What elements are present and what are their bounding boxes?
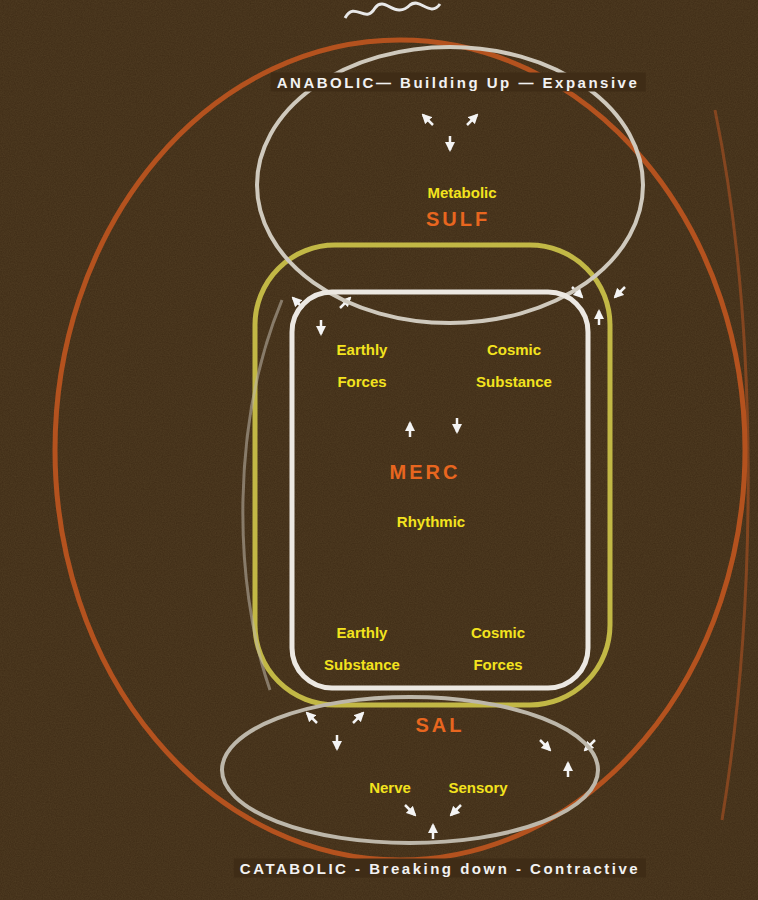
orange-circle: [55, 40, 745, 860]
process-heading: ANABOLIC— Building Up — Expansive: [271, 73, 646, 92]
salt-loop-outline: [220, 695, 600, 845]
orange-arc: [715, 110, 748, 820]
direction-arrows: [293, 115, 625, 839]
rhythmic-frame-line: [292, 292, 588, 688]
system-name: Nerve: [369, 779, 411, 797]
force-label: Earthly Forces: [322, 334, 402, 398]
grey-arc: [243, 300, 282, 690]
yellow-loop: [255, 245, 610, 705]
substance-label: Earthly Substance: [315, 617, 410, 681]
process-heading: CATABOLIC - Breaking down - Contractive: [234, 859, 646, 878]
rhythmic-frame: Earthly Forces Cosmic SubstanceMERC Rhythm…: [290, 290, 590, 690]
system-name: Metabolic: [427, 184, 496, 202]
system-name: Sensory: [448, 779, 507, 797]
principle-name: MERC: [390, 460, 461, 484]
chalk-scribble: [345, 3, 440, 18]
substance-label: Cosmic Substance: [467, 334, 562, 398]
salt-loop: SAL Nerve Sensory: [220, 695, 600, 845]
principle-name: SULF: [426, 207, 490, 231]
system-name: Rhythmic: [397, 513, 465, 531]
rhythmic-frame-outline: [290, 290, 590, 690]
force-label: Cosmic Forces: [461, 617, 536, 681]
salt-loop-line: [222, 697, 598, 843]
principle-name: SAL: [416, 713, 465, 737]
